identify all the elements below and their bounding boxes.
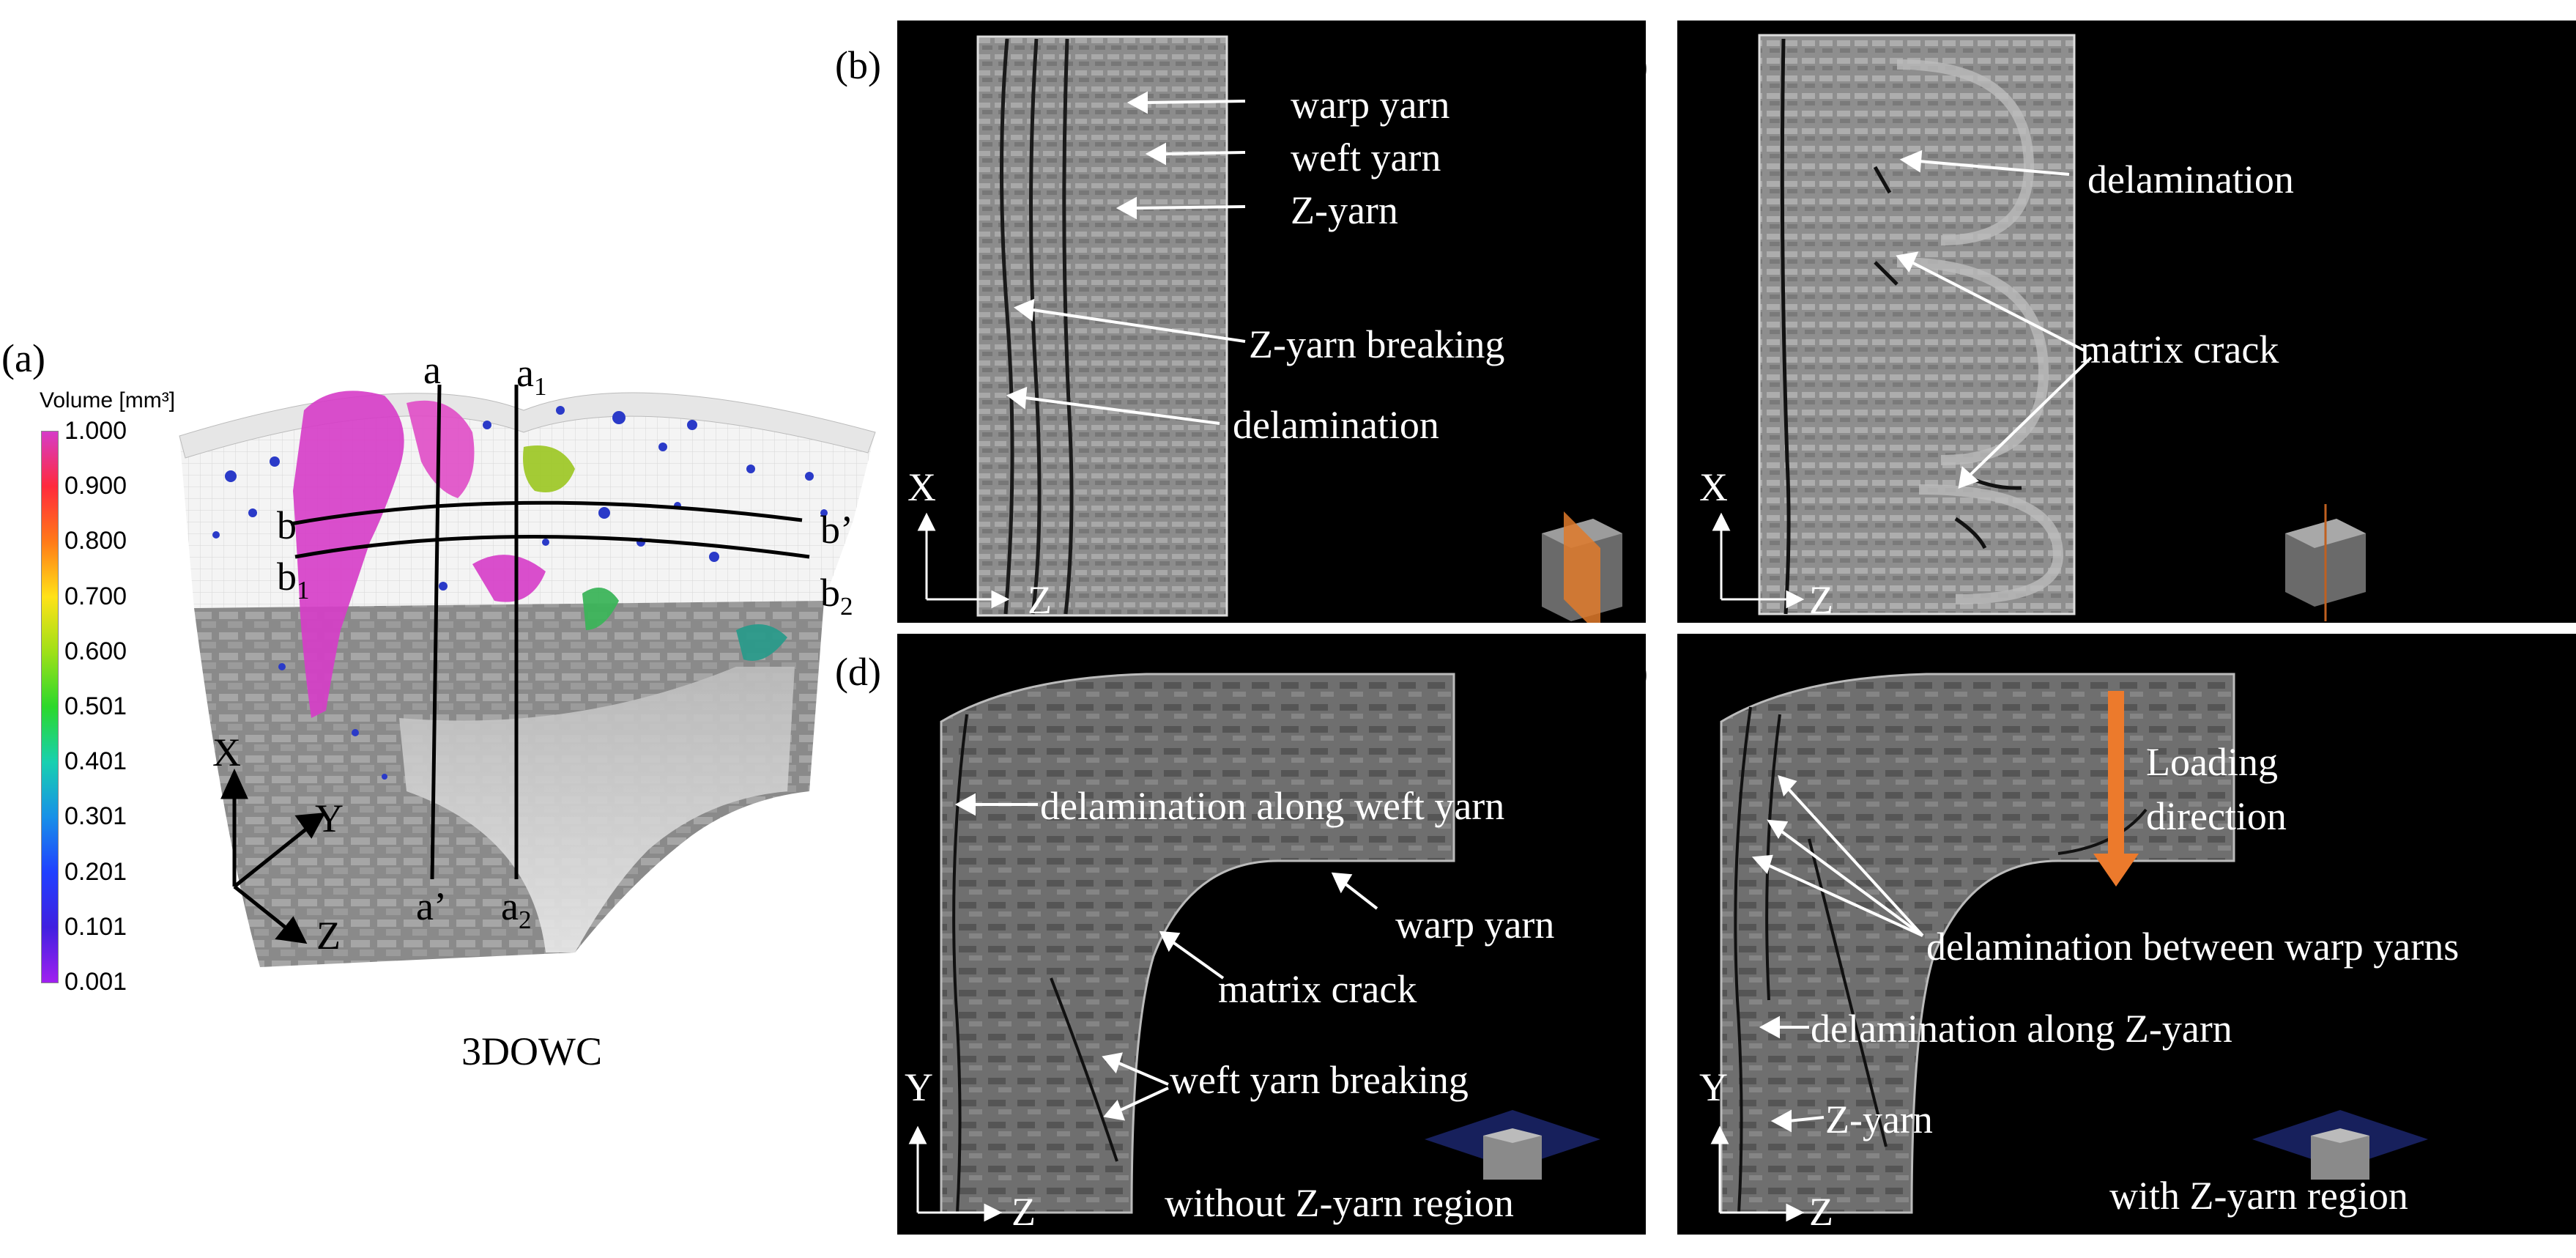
annotation: delamination between warp yarns — [1926, 925, 2460, 969]
axis-y-label: Y — [315, 796, 344, 840]
panel-b-arrows — [917, 91, 1622, 623]
colorbar-tick: 1.000 — [64, 417, 127, 445]
label-a: a — [423, 348, 441, 392]
axis-z-label: Z — [1809, 578, 1833, 622]
axis-y-label: Y — [1699, 1065, 1728, 1109]
colorbar-tick: 0.800 — [64, 527, 127, 555]
panel-c-image — [1758, 34, 2076, 615]
label-a2: a2 — [501, 884, 532, 934]
annotation: Z-yarn — [1291, 188, 1398, 232]
annotation: warp yarn — [1395, 903, 1555, 947]
label-a1: a1 — [516, 351, 547, 401]
colorbar-tick: 0.401 — [64, 747, 127, 776]
composite-3d-view — [179, 384, 876, 967]
panel-c: delamination matrix crack X Z — [1677, 21, 2576, 623]
annotation: without Z-yarn region — [1165, 1181, 1514, 1225]
annotation: weft yarn breaking — [1170, 1058, 1469, 1102]
colorbar-tick: 0.700 — [64, 582, 127, 610]
annotation: delamination — [2087, 158, 2294, 201]
label-b-prime: b’ — [820, 508, 853, 552]
axis-z-label: Z — [1809, 1190, 1833, 1234]
annotation: warp yarn — [1291, 83, 1450, 127]
colorbar-title: Volume [mm³] — [40, 388, 176, 412]
annotation: delamination along Z-yarn — [1811, 1007, 2232, 1051]
panel-e-arrows — [1710, 775, 2428, 1222]
colorbar-tick: 0.900 — [64, 472, 127, 500]
colorbar-tick: 0.201 — [64, 857, 127, 886]
colorbar — [41, 431, 59, 983]
annotation: matrix crack — [2080, 328, 2279, 371]
label-a-prime: a’ — [416, 884, 447, 928]
label-b1: b1 — [277, 555, 310, 604]
panel-b-image — [976, 35, 1228, 617]
colorbar-tick: 0.101 — [64, 912, 127, 941]
axis-x-label: X — [907, 465, 936, 509]
annotation: with Z-yarn region — [2109, 1174, 2408, 1218]
axis-x-label: X — [1699, 465, 1728, 509]
label-b2: b2 — [820, 571, 853, 621]
panel-d: delamination along weft yarn warp yarn m… — [897, 634, 1646, 1235]
annotation: Loading — [2146, 740, 2278, 784]
panel-b-label: (b) — [835, 43, 881, 87]
axis-y-label: Y — [905, 1065, 933, 1109]
annotation: delamination — [1233, 403, 1439, 447]
panel-d-image — [940, 673, 1455, 1214]
panel-e-label: (e) — [1604, 650, 1648, 694]
panel-c-arrows — [1712, 149, 2366, 621]
colorbar-tick: 0.600 — [64, 637, 127, 665]
annotation: direction — [2146, 794, 2287, 838]
colorbar-tick: 0.501 — [64, 692, 127, 720]
colorbar-tick: 0.301 — [64, 802, 127, 831]
panel-a-caption: 3DOWC — [461, 1029, 602, 1073]
section-lines — [290, 384, 810, 880]
panel-a-label: (a) — [1, 336, 45, 380]
annotation: Z-yarn — [1825, 1098, 1933, 1142]
panel-e-image — [1720, 673, 2235, 1214]
panel-d-arrows — [908, 793, 1600, 1222]
annotation: weft yarn — [1291, 136, 1441, 180]
annotation: Z-yarn breaking — [1249, 322, 1505, 366]
axis-z-label: Z — [1028, 578, 1052, 622]
panel-c-label: (c) — [1604, 43, 1648, 87]
axis-x-label: X — [212, 730, 241, 774]
annotation: delamination along weft yarn — [1040, 784, 1505, 828]
label-b: b — [277, 503, 297, 547]
panel-e: Loading direction delamination between w… — [1677, 634, 2576, 1235]
panel-d-label: (d) — [835, 650, 881, 694]
axis-z-label: Z — [316, 914, 341, 958]
panel-b: warp yarn weft yarn Z-yarn Z-yarn breaki… — [897, 21, 1646, 623]
annotation: matrix crack — [1218, 967, 1417, 1011]
colorbar-tick: 0.001 — [64, 968, 127, 996]
coordinate-axes — [220, 768, 326, 944]
axis-z-label: Z — [1012, 1190, 1036, 1234]
